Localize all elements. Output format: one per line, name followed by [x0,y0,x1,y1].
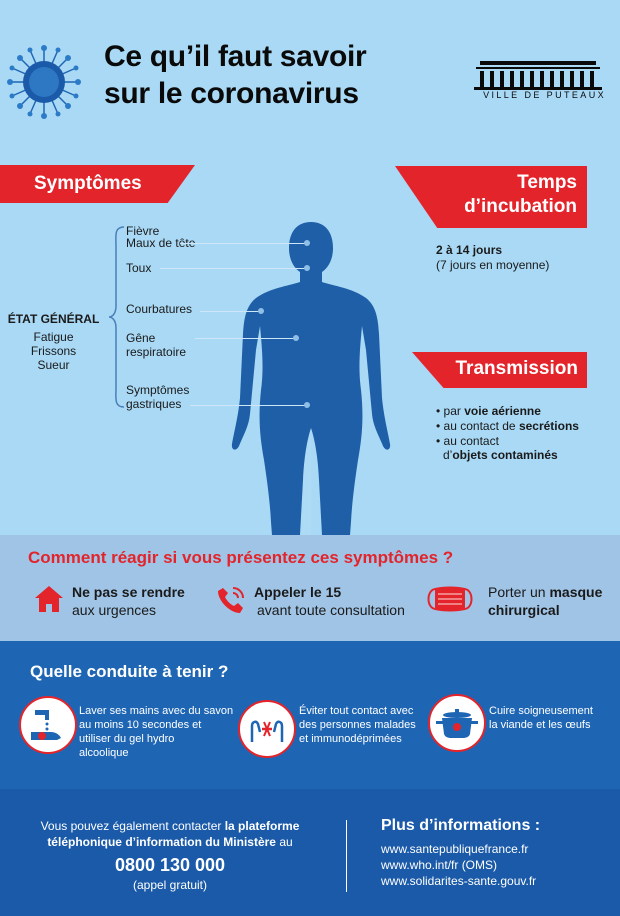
symptom-gene: Gêne [126,331,156,345]
incubation-average: (7 jours en moyenne) [436,258,550,272]
connector-line [200,311,262,312]
transmission-item: • au contact de secrétions [436,419,579,433]
connector-dot [258,308,264,314]
no-contact-icon [238,700,296,758]
footer-phone-number[interactable]: 0800 130 000 [114,855,226,875]
cooking-pot-icon [428,694,486,752]
symptom-gastriques: gastriques [126,397,182,411]
transmission-item: • au contact [436,434,499,448]
react-item-masque: Porter un masque chirurgical [488,584,603,618]
footer-contact-text: Vous pouvez également contacter la plate… [40,819,300,849]
brace-divider [108,226,125,408]
virus-icon [7,45,81,119]
connector-dot [304,402,310,408]
symptom-symptomes: Symptômes [126,383,190,397]
footer-url-solidarites[interactable]: www.solidarites-sante.gouv.fr [381,874,537,888]
react-item-appeler: Appeler le 15 avant toute consultation [254,584,405,618]
connector-dot [304,265,310,271]
footer-phone-note: (appel gratuit) [132,878,208,892]
footer-more-title: Plus d’informations : [381,817,541,834]
react-item-urgences: Ne pas se rendre aux urgences [72,584,185,618]
symptom-maux-de-tete: Maux de tête [126,236,196,250]
symptom-respiratoire: respiratoire [126,345,187,359]
footer-section [0,789,620,916]
symptom-courbatures: Courbatures [126,302,193,316]
connector-dot [304,240,310,246]
conduct-item-cuire: Cuire soigneusement la viande et les œuf… [489,705,593,731]
connector-line [180,243,308,244]
page-title: Ce qu’il faut savoir sur le coronavirus [104,40,367,110]
connector-dot [293,335,299,341]
footer-url-who[interactable]: www.who.int/fr (OMS) [381,858,498,872]
handwash-icon [19,696,77,754]
connector-line [190,405,308,406]
conduct-title: Quelle conduite à tenir ? [30,662,229,681]
footer-url-santepublique[interactable]: www.santepubliquefrance.fr [381,842,529,856]
react-section [0,535,620,641]
human-body-illustration [231,222,391,535]
etat-item-frissons: Frissons [30,344,77,358]
city-hall-logo [474,61,602,90]
symptoms-banner: Symptômes [0,165,195,203]
etat-item-sueur: Sueur [37,358,70,372]
footer-divider [346,820,347,892]
conduct-item-hands: Laver ses mains avec du savon au moins 1… [79,705,234,759]
symptom-toux: Toux [126,261,152,275]
logo-text: VILLE DE PUTEAUX [483,90,606,100]
connector-line [160,268,308,269]
conduct-section [0,641,620,789]
react-title: Comment réagir si vous présentez ces sym… [28,548,454,567]
transmission-item-continued: d’objets contaminés [443,448,558,462]
phone-icon [218,587,244,613]
etat-general-title: ÉTAT GÉNÉRAL [7,312,100,326]
mask-icon [427,586,473,612]
home-icon [35,586,63,612]
transmission-item: • par voie aérienne [436,404,541,418]
conduct-item-contact: Éviter tout contact avec des personnes m… [299,705,416,745]
transmission-banner: Transmission [412,352,587,388]
etat-item-fatigue: Fatigue [33,330,74,344]
connector-line [195,338,297,339]
incubation-days: 2 à 14 jours [436,243,503,257]
symptom-fievre: Fièvre [126,224,160,238]
